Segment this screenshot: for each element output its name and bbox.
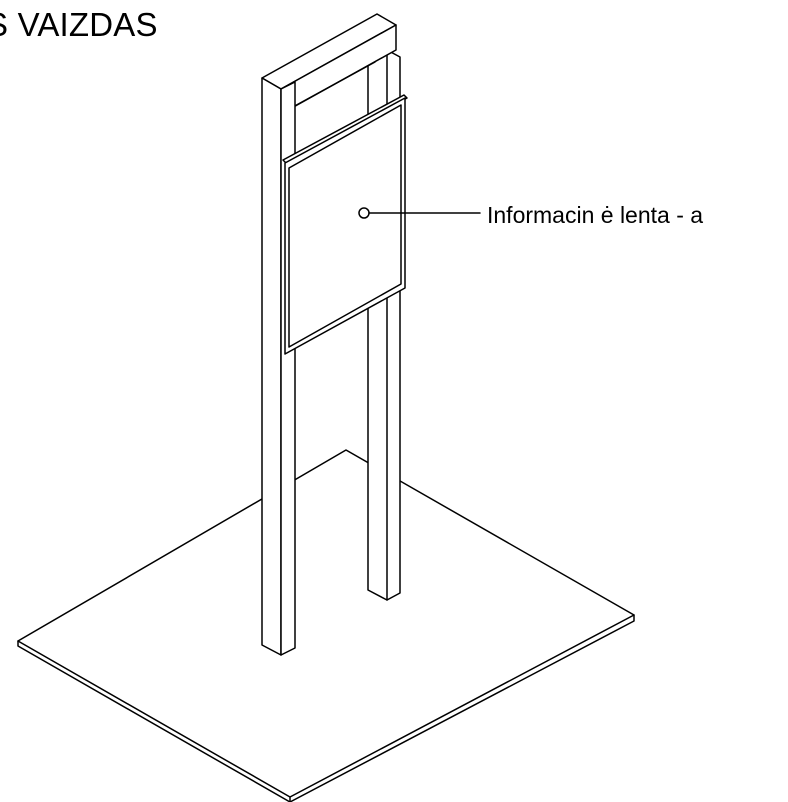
base-plate-top xyxy=(17,449,635,798)
callout-marker xyxy=(358,207,370,219)
board-inner-frame xyxy=(288,104,402,348)
base-plate-edge xyxy=(17,614,635,802)
callout-label: Informacin ė lenta - a xyxy=(487,202,704,228)
board-face xyxy=(284,97,406,355)
view-title: S VAIZDAS xyxy=(0,6,158,43)
callout-leader xyxy=(358,207,481,219)
base-plate xyxy=(17,449,635,802)
information-board xyxy=(282,94,408,355)
front-post-front-face xyxy=(261,77,282,656)
top-frame-inner-edge xyxy=(290,61,376,109)
